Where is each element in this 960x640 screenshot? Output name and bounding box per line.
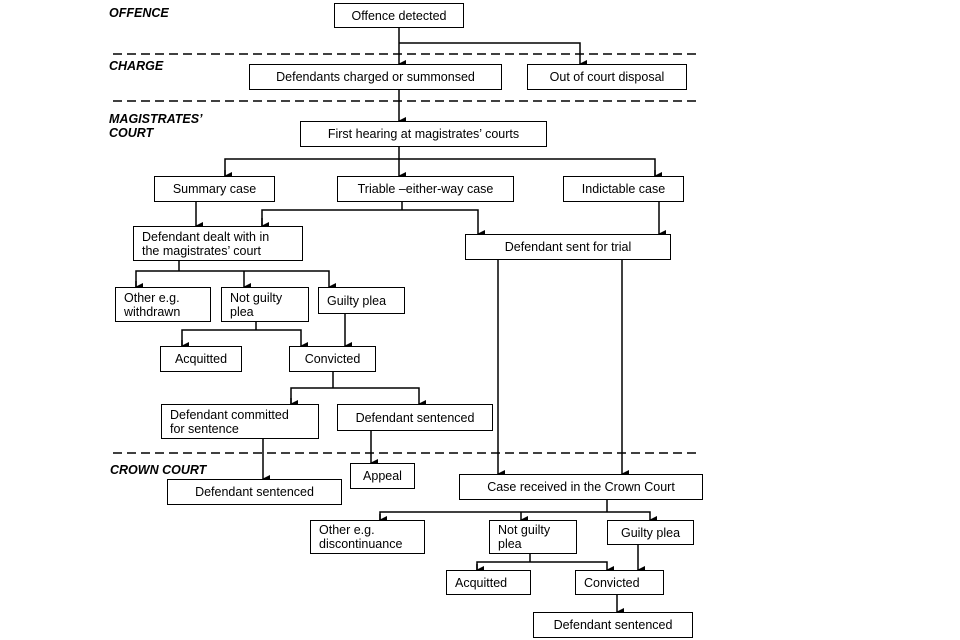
box-first-hearing: First hearing at magistrates’ courts (300, 121, 547, 147)
box-triable-either-way: Triable –either-way case (337, 176, 514, 202)
box-summary-case: Summary case (154, 176, 275, 202)
box-mc-convicted: Convicted (289, 346, 376, 372)
box-mc-defendant-sentenced: Defendant sentenced (337, 404, 493, 431)
box-cc-defendant-sentenced: Defendant sentenced (533, 612, 693, 638)
box-cc-not-guilty-plea: Not guilty plea (489, 520, 577, 554)
stage-label-offence: OFFENCE (109, 6, 169, 20)
box-case-received-crown-court: Case received in the Crown Court (459, 474, 703, 500)
box-mc-guilty-plea: Guilty plea (318, 287, 405, 314)
box-mc-acquitted: Acquitted (160, 346, 242, 372)
box-defendants-charged: Defendants charged or summonsed (249, 64, 502, 90)
box-appeal: Appeal (350, 463, 415, 489)
box-indictable-case: Indictable case (563, 176, 684, 202)
box-committed-for-sentence: Defendant committed for sentence (161, 404, 319, 439)
box-cc-convicted: Convicted (575, 570, 664, 595)
box-out-of-court-disposal: Out of court disposal (527, 64, 687, 90)
stage-label-magistrates: MAGISTRATES’ COURT (109, 112, 203, 140)
box-cc-sentenced-after-committal: Defendant sentenced (167, 479, 342, 505)
box-cc-other-discontinuance: Other e.g. discontinuance (310, 520, 425, 554)
stage-label-charge: CHARGE (109, 59, 164, 73)
box-mc-not-guilty-plea: Not guilty plea (221, 287, 309, 322)
box-cc-acquitted: Acquitted (446, 570, 531, 595)
box-sent-for-trial: Defendant sent for trial (465, 234, 671, 260)
stage-label-crown-court: CROWN COURT (110, 463, 207, 477)
box-mc-other-withdrawn: Other e.g. withdrawn (115, 287, 211, 322)
box-cc-guilty-plea: Guilty plea (607, 520, 694, 545)
box-dealt-with-magistrates: Defendant dealt with in the magistrates’… (133, 226, 303, 261)
box-offence-detected: Offence detected (334, 3, 464, 28)
